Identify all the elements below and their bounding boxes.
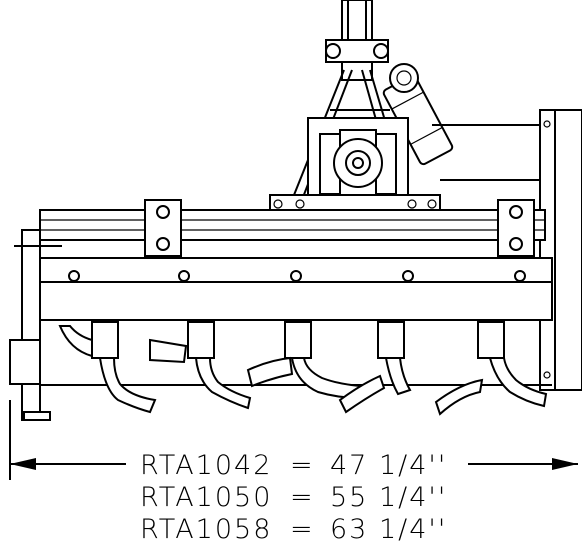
rotor-shield [39,257,553,386]
spec-width-2: 55 1/4'' [330,482,447,513]
rotor-tines [58,321,548,416]
pto-input-shaft [382,63,540,181]
spec-model-1: RTA1042 [140,450,272,481]
width-dimension-line [9,400,578,480]
spec-model-2: RTA1050 [140,482,272,513]
main-frame [39,199,546,257]
left-stand [9,229,62,421]
spec-width-3: 63 1/4'' [330,514,447,545]
side-drive-cover [539,109,582,391]
spec-table: RTA1042 = 47 1/4'' RTA1050 = 55 1/4'' RT… [140,450,447,545]
spec-width-1: 47 1/4'' [330,450,447,481]
spec-equals-1: = [290,450,315,481]
spec-equals-3: = [290,514,315,545]
spec-model-3: RTA1058 [140,514,272,545]
spec-equals-2: = [290,482,315,513]
